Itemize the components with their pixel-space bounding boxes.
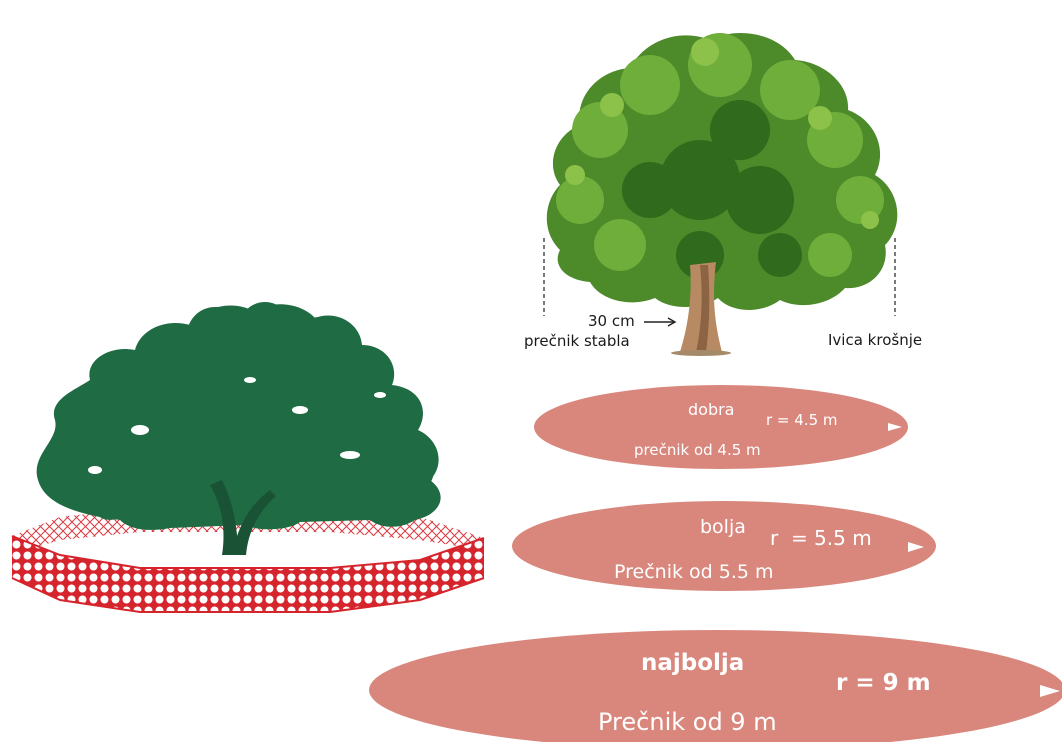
zone-radius-bolja: r = 5.5 m	[770, 528, 872, 548]
zone-diameter-dobra: prečnik od 4.5 m	[634, 443, 761, 458]
zone-grade-bolja: bolja	[700, 518, 746, 537]
zone-grade-dobra: dobra	[688, 402, 734, 418]
zone-grade-najbolja: najbolja	[641, 652, 744, 675]
canopy-edge-label: Ivica krošnje	[828, 333, 922, 348]
zone-diameter-bolja: Prečnik od 5.5 m	[614, 563, 774, 582]
zone-radius-dobra: r = 4.5 m	[766, 413, 838, 428]
trunk-caption-label: prečnik stabla	[524, 334, 630, 349]
trunk-size-label: 30 cm	[588, 314, 635, 329]
zone-radius-najbolja: r = 9 m	[836, 672, 931, 695]
zone-diameter-najbolja: Prečnik od 9 m	[598, 710, 777, 734]
